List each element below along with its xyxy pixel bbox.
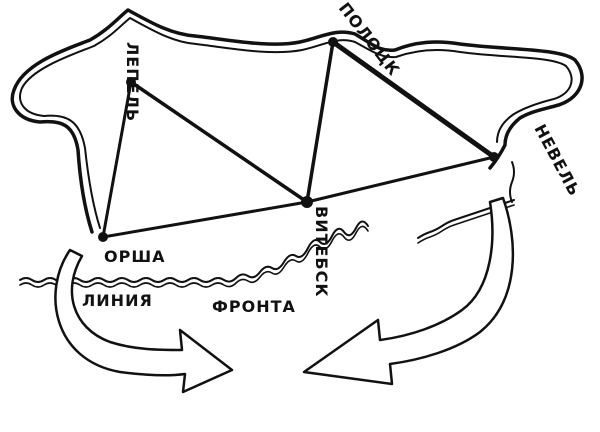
arrow-left-pincer [54,248,234,394]
route-orsha-vitebsk [101,200,309,239]
town-dots [98,37,499,242]
town-dot-orsha [98,232,108,242]
region-outline [10,8,584,234]
front-label-left: ЛИНИЯ [82,291,153,310]
route-polotsk-nevel [330,39,497,160]
front-line [19,161,515,288]
town-label-nevel: НЕВЕЛЬ [530,121,584,200]
town-label-orsha: ОРША [104,247,165,266]
town-dot-polotsk [328,37,338,47]
route-network [101,39,497,239]
town-dot-nevel [489,152,499,162]
front-label-right: ФРОНТА [212,297,296,316]
town-dot-lepel [126,77,136,87]
route-vitebsk-nevel [305,155,496,204]
route-orsha-lepel [101,80,133,239]
route-lepel-vitebsk [129,80,309,204]
town-label-lepel: ЛЕПЕЛЬ [123,42,142,122]
route-vitebsk-polotsk [305,40,335,204]
town-label-vitebsk: ВИТЕБСК [312,206,331,297]
town-dot-vitebsk [301,196,313,208]
arrow-right-pincer [302,196,515,386]
